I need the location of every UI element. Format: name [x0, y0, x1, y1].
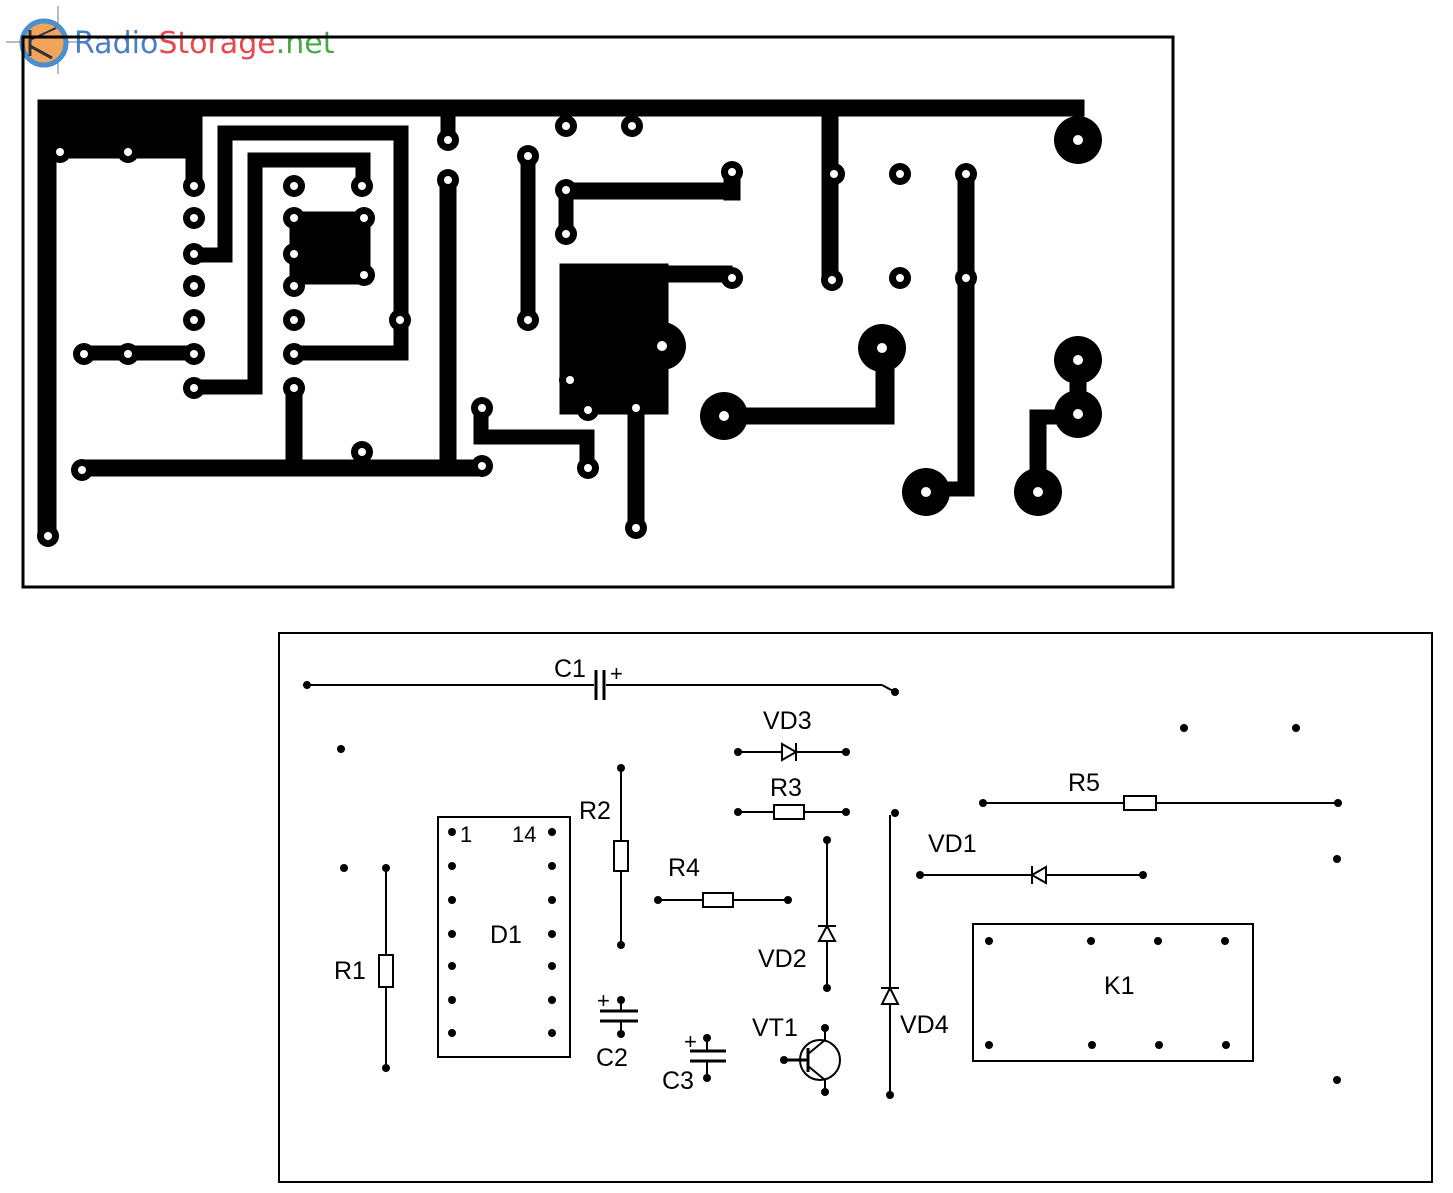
pad-dot — [548, 996, 556, 1004]
pad-dot — [842, 748, 850, 756]
pad-dot — [734, 808, 742, 816]
pad-dot — [337, 745, 345, 753]
pad-dot — [891, 688, 899, 696]
pad-dot — [1221, 937, 1229, 945]
pad-dot — [617, 764, 625, 772]
label-c1-plus: + — [610, 661, 623, 686]
pad-dot — [1139, 871, 1147, 879]
label-k1: K1 — [1104, 972, 1135, 1000]
pad-dot — [340, 864, 348, 872]
pad-dot — [985, 937, 993, 945]
pad-dot — [985, 1041, 993, 1049]
pcb-copper-layout — [21, 35, 1175, 589]
label-vd2: VD2 — [758, 945, 807, 973]
pad-dot — [382, 864, 390, 872]
pad-dot — [448, 996, 456, 1004]
pad-dot — [448, 1029, 456, 1037]
label-r4: R4 — [668, 854, 700, 882]
label-r2: R2 — [579, 797, 611, 825]
pad-dot — [784, 896, 792, 904]
pad-dot — [1180, 724, 1188, 732]
label-c3: C3 — [662, 1067, 694, 1095]
pad-dot — [448, 962, 456, 970]
pad-dot — [780, 1056, 788, 1064]
label-d1-pin1: 1 — [460, 822, 472, 847]
pad-dot — [703, 1074, 711, 1082]
pad-dot — [823, 984, 831, 992]
logo-text-net: .net — [276, 26, 335, 61]
label-d1: D1 — [490, 921, 522, 949]
label-vd4: VD4 — [900, 1011, 949, 1039]
pad-dot — [1334, 799, 1342, 807]
label-r5: R5 — [1068, 769, 1100, 797]
label-d1-pin14: 14 — [512, 822, 536, 847]
label-c1: C1 — [554, 655, 586, 683]
pad-dot — [1292, 724, 1300, 732]
pcb-component-layout — [278, 632, 1433, 1183]
pad-dot — [1333, 1076, 1341, 1084]
pad-dot — [548, 896, 556, 904]
pad-dot — [891, 809, 899, 817]
logo-text-radio: Radio — [74, 26, 158, 61]
pad-dot — [382, 1064, 390, 1072]
label-c2-plus: + — [597, 988, 610, 1013]
pad-dot — [823, 836, 831, 844]
pad-dot — [886, 1091, 894, 1099]
pad-dot — [448, 896, 456, 904]
pad-dot — [548, 1029, 556, 1037]
pad-dot — [1155, 1041, 1163, 1049]
component-labels: C1 + VD3 R3 R2 R4 R5 VD1 VD2 VD4 R1 D1 1… — [334, 655, 1135, 1095]
svg-text:RadioStorage.net: RadioStorage.net — [74, 26, 335, 61]
pad-dot — [448, 828, 456, 836]
pad-dot — [979, 799, 987, 807]
pad-dot — [654, 896, 662, 904]
label-r3: R3 — [770, 774, 802, 802]
pad-dot — [1088, 1041, 1096, 1049]
label-r1: R1 — [334, 957, 366, 985]
pad-dot — [448, 862, 456, 870]
pad-dot — [821, 1024, 829, 1032]
pad-dot — [1333, 855, 1341, 863]
pad-dot — [617, 1030, 625, 1038]
label-c3-plus: + — [684, 1029, 697, 1054]
pad-dot — [821, 1088, 829, 1096]
pad-dot — [916, 871, 924, 879]
label-c2: C2 — [596, 1044, 628, 1072]
pad-dot — [617, 996, 625, 1004]
label-vd3: VD3 — [763, 707, 812, 735]
label-vt1: VT1 — [752, 1014, 798, 1042]
pad-dot — [617, 941, 625, 949]
logo: RadioStorage.net — [6, 6, 335, 74]
pad-dot — [303, 681, 311, 689]
pad-dot — [548, 930, 556, 938]
pad-dot — [734, 748, 742, 756]
pad-dot — [548, 862, 556, 870]
pad-dot — [842, 808, 850, 816]
pad-dot — [1087, 937, 1095, 945]
pad-dot — [1154, 937, 1162, 945]
pad-dot — [548, 962, 556, 970]
label-vd1: VD1 — [928, 830, 977, 858]
pad-dot — [1222, 1041, 1230, 1049]
pad-dot — [548, 828, 556, 836]
logo-text-storage: Storage — [158, 26, 275, 61]
pad-dot — [448, 930, 456, 938]
pad-dot — [703, 1034, 711, 1042]
